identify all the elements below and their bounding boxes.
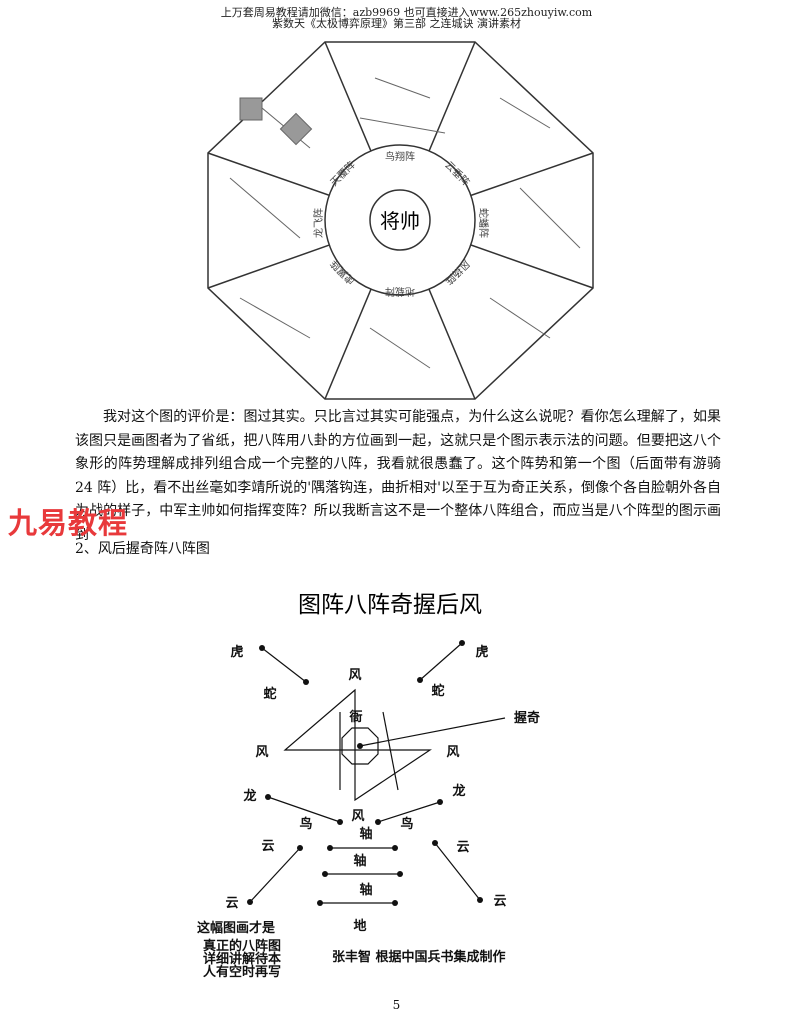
- label-snake: 蛇: [431, 683, 444, 699]
- page-number: 5: [392, 998, 401, 1012]
- label-cloud: 云: [261, 839, 274, 854]
- formation-label: 龙飞阵: [312, 208, 325, 238]
- label-dragon: 龙: [243, 788, 256, 804]
- header-line-1: 上万套周易教程请加微信：azb9969 也可直接进入www.265zhouyiw…: [220, 6, 593, 19]
- note-line: 这幅图画才是: [197, 920, 276, 936]
- formation-label: 蛇蟠阵: [477, 208, 490, 238]
- note-line: 人有空时再写: [203, 964, 281, 980]
- center-label: 将帅: [380, 209, 420, 233]
- label-cloud: 云: [456, 840, 469, 855]
- note-line: 真正的八阵图: [203, 938, 281, 954]
- label-wind: 风: [351, 809, 364, 824]
- label-axis: 轴: [359, 826, 372, 842]
- label-bird: 鸟: [299, 816, 312, 832]
- label-wind: 风: [255, 745, 268, 760]
- woqi-formation-diagram: 图阵八阵奇握后风 虎 虎 风 蛇 蛇 衙 握奇 风 风 龙 龙 鸟 风 鸟 轴 …: [197, 592, 540, 980]
- section-heading: 2、风后握奇阵八阵图: [75, 541, 210, 557]
- label-tiger: 虎: [230, 644, 243, 660]
- label-yamen: 衙: [348, 709, 362, 725]
- label-dragon: 龙: [452, 783, 465, 799]
- formation-label: 鸟翔阵: [385, 150, 415, 163]
- label-cloud: 云: [493, 894, 506, 909]
- label-cloud: 云: [225, 896, 238, 911]
- label-axis: 轴: [353, 853, 366, 869]
- watermark: 九易教程: [8, 506, 129, 540]
- label-wind: 风: [446, 745, 459, 760]
- body-paragraph: 我对这个图的评价是：图过其实。只比言过其实可能强点，为什么这么说呢？看你怎么理解…: [75, 409, 721, 543]
- diagram-credit: 张丰智 根据中国兵书集成制作: [332, 949, 506, 965]
- label-bird: 鸟: [400, 816, 413, 832]
- header-line-2: 紫数天《太极博弈原理》第三部 之连城诀 演讲素材: [272, 17, 521, 30]
- label-woqi: 握奇: [514, 710, 540, 726]
- label-wind: 风: [348, 668, 361, 683]
- note-line: 详细讲解待本: [203, 951, 281, 967]
- label-tiger: 虎: [475, 644, 488, 660]
- label-earth: 地: [353, 918, 366, 934]
- formation-label: 地载阵: [385, 285, 415, 298]
- label-snake: 蛇: [263, 686, 276, 702]
- octagon-formation-diagram: 将帅 鸟翔阵 云垂阵 蛇蟠阵 风扬阵 地载阵 虎翼阵 龙飞阵 天覆阵: [207, 41, 594, 400]
- diagram-title: 图阵八阵奇握后风: [298, 592, 482, 618]
- label-axis: 轴: [359, 882, 372, 898]
